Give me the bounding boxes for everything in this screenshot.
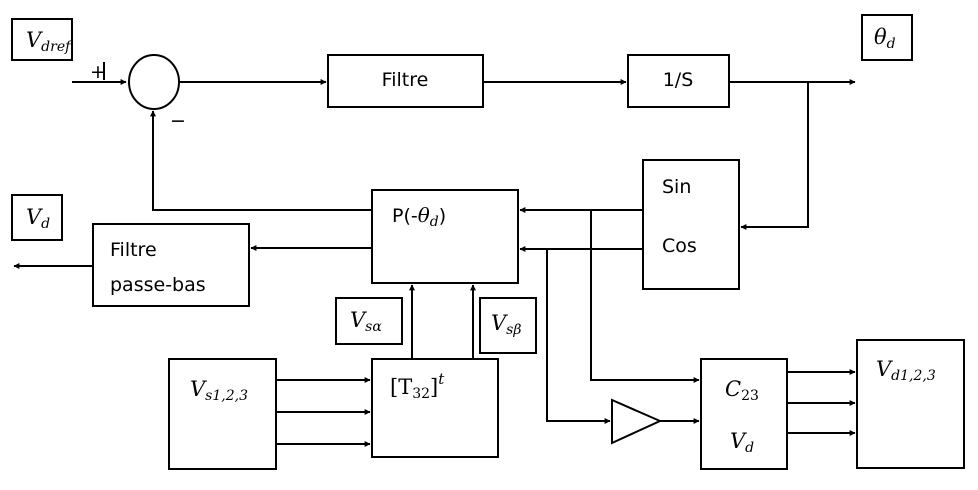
svg-text:Filtre: Filtre <box>382 69 429 91</box>
vd-output-label: Vd <box>11 194 63 241</box>
svg-text:Vsβ: Vsβ <box>491 311 521 338</box>
svg-text:C23: C23 <box>725 377 759 404</box>
svg-text:Vd1,2,3: Vd1,2,3 <box>876 357 936 384</box>
svg-text:1/S: 1/S <box>663 69 694 91</box>
svg-text:θd: θd <box>874 25 896 52</box>
vd123-output-block: Vd1,2,3 <box>856 339 965 469</box>
svg-text:Filtre: Filtre <box>110 239 157 261</box>
sin-label: Sin <box>662 176 691 198</box>
vdref-label: Vdref <box>11 18 73 61</box>
svg-text:Vsα: Vsα <box>350 308 382 335</box>
sin-cos-block: Sin Cos <box>642 159 740 290</box>
filtre-block: Filtre <box>327 54 484 108</box>
theta-d-label: θd <box>861 14 913 61</box>
svg-text:[T32]t: [T32]t <box>390 370 445 402</box>
integrator-block: 1/S <box>627 54 730 108</box>
t32-transform-block: [T32]t <box>371 358 499 458</box>
svg-text:Vd: Vd <box>730 429 754 456</box>
cos-label: Cos <box>662 235 697 257</box>
vs-source-block: Vs1,2,3 <box>168 358 277 470</box>
svg-text:Vd: Vd <box>26 205 50 232</box>
vs-alpha-label: Vsα <box>335 297 403 345</box>
c23-block: C23 Vd <box>700 358 788 470</box>
lowpass-filter-block: Filtre passe-bas <box>92 223 250 307</box>
park-transform-block: P(-θd) <box>371 189 519 284</box>
gain-triangle <box>611 398 663 445</box>
plus-sign: + <box>90 61 106 83</box>
minus-sign: − <box>170 110 186 132</box>
connections <box>13 62 856 447</box>
svg-text:passe-bas: passe-bas <box>110 274 206 296</box>
svg-text:Vs1,2,3: Vs1,2,3 <box>190 377 248 404</box>
svg-text:P(-θd): P(-θd) <box>392 203 446 230</box>
svg-text:Vdref: Vdref <box>26 28 73 55</box>
vs-beta-label: Vsβ <box>479 297 537 354</box>
